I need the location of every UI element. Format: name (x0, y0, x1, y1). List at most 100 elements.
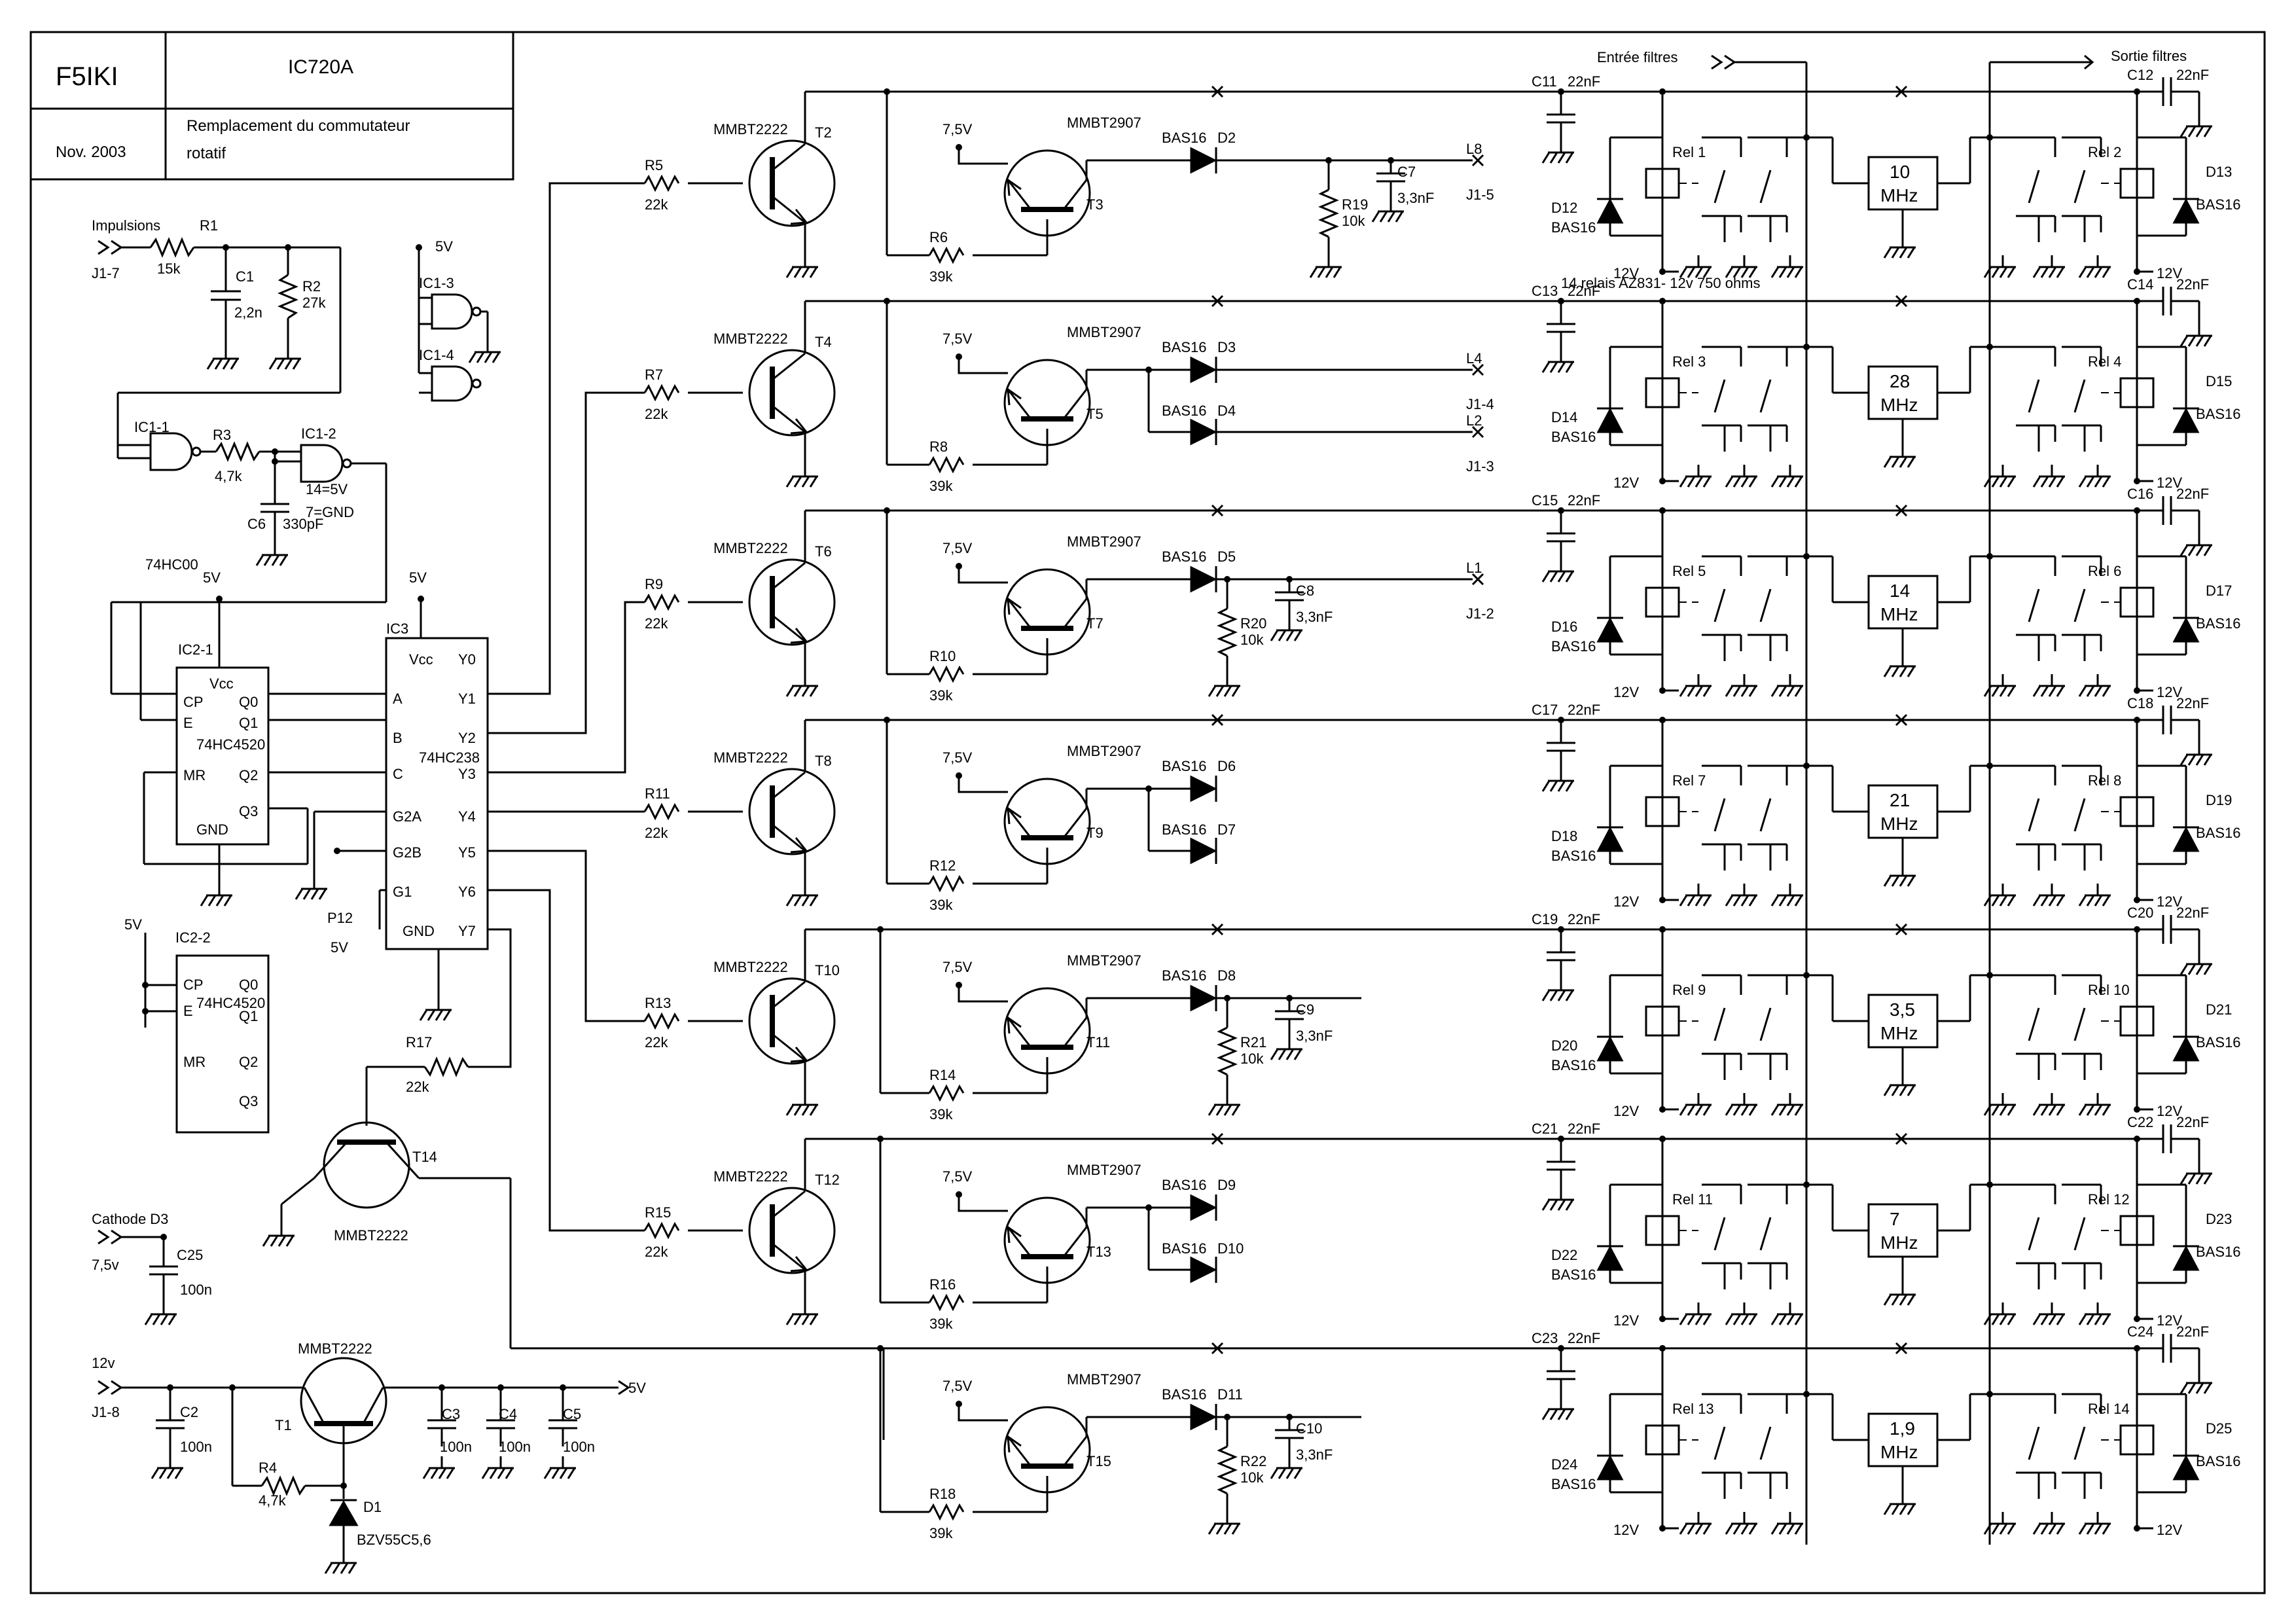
ground-symbol (1883, 864, 1916, 887)
cap-left-value: 22nF (1568, 702, 1600, 718)
pnp-type: MMBT2907 (1067, 1371, 1141, 1388)
diode-type: BAS16 (1162, 548, 1207, 565)
ground-symbol (1270, 619, 1302, 641)
diode-right-label: D17 (2206, 583, 2232, 599)
label-75v: 7,5v (92, 1257, 119, 1273)
base-resistor-value: 22k (645, 406, 668, 422)
r4-value: 4,7k (259, 1492, 287, 1509)
diode2-label: D7 (1217, 821, 1236, 838)
label-12v: 12v (92, 1355, 115, 1371)
ic21-label: IC2-1 (178, 641, 213, 658)
ground-symbol (1679, 1512, 1712, 1535)
cap-right-value: 22nF (2176, 1114, 2209, 1130)
v12-left: 12V (1613, 1103, 1639, 1119)
diode-right-label: D15 (2206, 373, 2232, 389)
d1-value: BZV55C5,6 (357, 1532, 431, 1548)
ic3-g2a: G2A (393, 808, 422, 825)
description-line2: rotatif (187, 145, 226, 162)
ground-symbol (1770, 1093, 1803, 1116)
ic3-gnd: GND (403, 923, 435, 939)
ground-symbol (2078, 884, 2111, 907)
ic3-y7: Y7 (458, 923, 476, 939)
diode-right-type: BAS16 (2196, 1244, 2241, 1260)
ground-symbol (785, 255, 818, 278)
ic21-q3: Q3 (239, 803, 258, 819)
input-section: Impulsions J1-7 R1 15k C1 2,2n R2 27k (92, 217, 342, 445)
ground-symbol (2179, 324, 2212, 347)
c25-label: C25 (177, 1247, 203, 1263)
ic3-a: A (393, 691, 403, 707)
regulator-section: 12v J1-8 C2 100n R4 4,7k T1 MMBT2222 D1 … (92, 1340, 646, 1551)
pwr-note2: 7=GND (306, 504, 354, 520)
ic3-5v: 5V (409, 569, 427, 586)
diode2-label: D4 (1217, 403, 1236, 419)
ground-symbol (1770, 1512, 1803, 1535)
ic3-type: 74HC238 (419, 749, 480, 766)
v12-right: 12V (2157, 1103, 2182, 1119)
ic3-g1: G1 (393, 884, 412, 900)
cap-left-value: 22nF (1568, 283, 1600, 299)
cap-right-value: 22nF (2176, 1323, 2209, 1340)
band-unit: MHz (1880, 185, 1918, 206)
band-value: 1,9 (1890, 1418, 1915, 1439)
ground-symbol (1883, 1283, 1916, 1306)
ic21-q1: Q1 (239, 715, 258, 731)
ground-symbol (2032, 674, 2065, 697)
diode1-label: D6 (1217, 758, 1236, 774)
label-impulsions: Impulsions (92, 217, 160, 234)
ground-symbol (1208, 1093, 1240, 1116)
ground-symbol (1371, 200, 1404, 223)
diode-left-label: D12 (1551, 200, 1577, 216)
relay-left-label: Rel 1 (1672, 144, 1706, 160)
diode-left-type: BAS16 (1551, 1266, 1596, 1283)
ground-symbol (1770, 1302, 1803, 1325)
ground-symbol (1541, 141, 1574, 164)
pnp-label: T5 (1086, 406, 1103, 422)
v75-label: 7,5V (942, 959, 973, 975)
npn-type: MMBT2222 (713, 749, 788, 766)
diode-type: BAS16 (1162, 339, 1207, 355)
ground-symbol (1208, 674, 1240, 697)
diode-left-label: D14 (1551, 409, 1577, 425)
r4-label: R4 (259, 1460, 277, 1476)
ground-symbol (1679, 1093, 1712, 1116)
ground-symbol (2078, 1302, 2111, 1325)
diode-left-type: BAS16 (1551, 1476, 1596, 1492)
drawing-border (29, 31, 2266, 1594)
v75-label: 7,5V (942, 749, 973, 766)
cap-left-value: 22nF (1568, 1121, 1600, 1137)
diode-right-label: D13 (2206, 164, 2232, 180)
relay-right-label: Rel 14 (2088, 1401, 2130, 1417)
ground-symbol (324, 1551, 357, 1574)
diode-left-type: BAS16 (1551, 848, 1596, 864)
pnp-label: T15 (1086, 1453, 1111, 1469)
ground-symbol (144, 1302, 177, 1325)
ground-symbol (255, 543, 288, 566)
diode2-type: BAS16 (1162, 403, 1207, 419)
cap-left-label: C13 (1532, 283, 1558, 299)
npn-label: T12 (815, 1172, 840, 1188)
ic12-label: IC1-2 (301, 425, 336, 442)
ground-symbol (1541, 1397, 1574, 1420)
band-unit: MHz (1880, 604, 1918, 624)
diode-right-label: D21 (2206, 1001, 2232, 1018)
d1-label: D1 (363, 1499, 382, 1515)
rr-value: 39k (929, 687, 953, 704)
v12-left: 12V (1613, 1312, 1639, 1329)
relay-right-label: Rel 2 (2088, 144, 2121, 160)
npn-type: MMBT2222 (713, 331, 788, 347)
v12-right: 12V (2157, 1312, 2182, 1329)
ground-symbol (1883, 445, 1916, 468)
relay-right-label: Rel 6 (2088, 563, 2121, 579)
band-value: 21 (1890, 790, 1910, 810)
ic3-y0: Y0 (458, 651, 476, 668)
band-unit: MHz (1880, 1232, 1918, 1253)
cl-value: 3,3nF (1296, 1028, 1333, 1044)
out-label: L1 (1466, 560, 1482, 576)
ground-symbol (1541, 979, 1574, 1001)
c4-value: 100n (499, 1439, 531, 1455)
rr-value: 39k (929, 268, 953, 285)
